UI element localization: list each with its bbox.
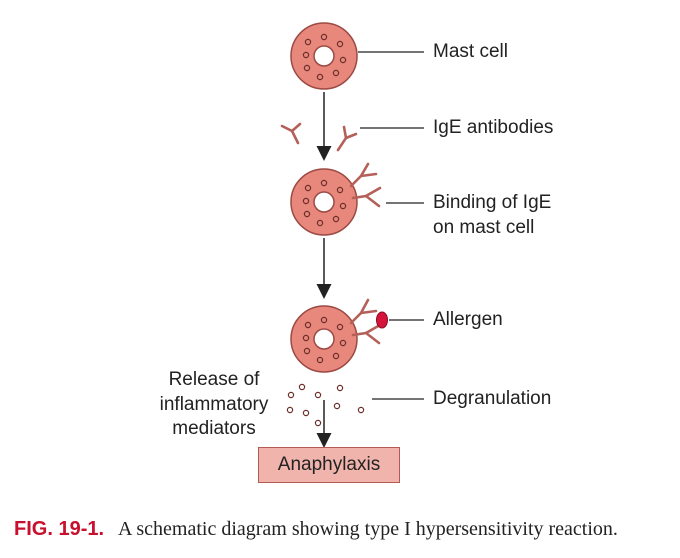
- label-binding-line1: Binding of IgE: [433, 192, 552, 213]
- label-release-line3: mediators: [172, 418, 256, 439]
- label-allergen: Allergen: [433, 309, 503, 330]
- mast-cell-2: [290, 168, 358, 236]
- label-release-line2: inflammatory: [159, 394, 269, 415]
- ige-antibody-right: [336, 125, 358, 152]
- mast-cell-1: [290, 22, 358, 90]
- label-mast-cell: Mast cell: [433, 41, 508, 62]
- anaphylaxis-box: Anaphylaxis: [258, 447, 400, 483]
- crosslinked-ige-antibodies: [349, 298, 382, 345]
- figure-caption: FIG. 19-1. A schematic diagram showing ty…: [14, 518, 618, 541]
- bound-ige-antibodies: [349, 162, 382, 208]
- anaphylaxis-label: Anaphylaxis: [277, 454, 381, 475]
- allergen-icon: [376, 311, 388, 329]
- figure-number: FIG. 19-1.: [14, 518, 105, 540]
- released-granules: [286, 383, 365, 427]
- mast-cell-3: [290, 305, 358, 373]
- ige-antibody-left: [280, 122, 302, 145]
- label-ige-antibodies: IgE antibodies: [433, 117, 554, 138]
- label-release-line1: Release of: [168, 369, 260, 390]
- label-degranulation: Degranulation: [433, 388, 552, 409]
- figure-caption-text: A schematic diagram showing type I hyper…: [118, 518, 618, 540]
- label-binding-line2: on mast cell: [433, 217, 535, 238]
